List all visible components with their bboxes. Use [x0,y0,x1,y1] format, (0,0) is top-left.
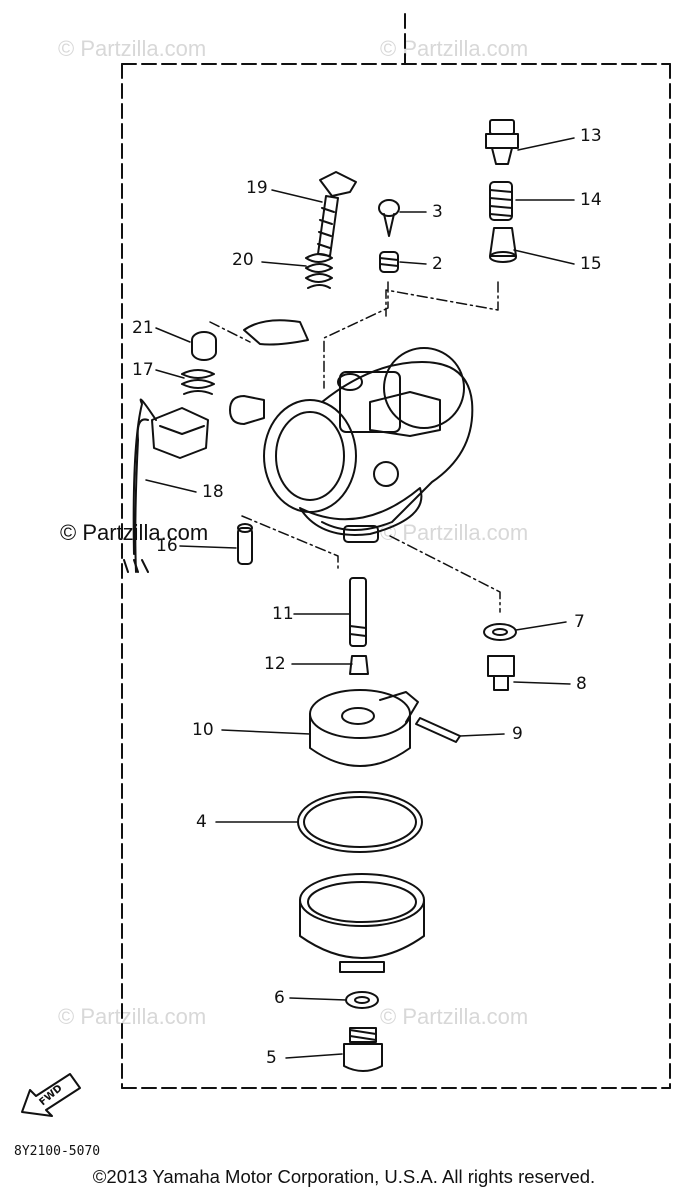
part-5-drain-plug [343,1027,383,1072]
watermark: © Partzilla.com [380,1004,529,1029]
callout-18: 18 [202,482,224,502]
copyright-notice: ©2013 Yamaha Motor Corporation, U.S.A. A… [92,1166,596,1187]
part-6-washer [345,991,379,1009]
callout-2: 2 [432,254,443,274]
callout-5: 5 [266,1048,277,1068]
float-bowl [299,873,425,973]
callout-12: 12 [264,654,286,674]
part-2-spring [379,251,399,273]
carburetor-body [229,319,474,543]
callout-8: 8 [576,674,587,694]
part-12-main-jet [349,655,369,675]
part-14-spring [489,181,513,221]
part-15-needle [489,227,517,263]
part-9-pin [415,717,461,743]
watermark: © Partzilla.com [58,1004,207,1029]
leader-lines [145,137,575,1059]
callout-16: 16 [156,536,178,556]
callout-3: 3 [432,202,443,222]
callout-4: 4 [196,812,207,832]
callout-14: 14 [580,190,602,210]
part-11-main-nozzle [349,577,367,647]
diagram-code: 8Y2100-5070 [14,1144,101,1159]
part-7-washer [483,623,517,641]
fwd-arrow-icon [21,1073,81,1117]
assembly-frame [121,63,671,1089]
callout-10: 10 [192,720,214,740]
callout-21: 21 [132,318,154,338]
callout-19: 19 [246,178,268,198]
part-4-gasket [297,791,423,853]
callout-6: 6 [274,988,285,1008]
callout-15: 15 [580,254,602,274]
callout-20: 20 [232,250,254,270]
part-10-float [309,689,419,767]
part-17-spring [181,369,215,395]
callout-7: 7 [574,612,585,632]
part-8-screw [487,655,515,691]
part-13-fitting [485,119,519,165]
watermark: © Partzilla.com [380,520,529,545]
part-21-cap [191,331,217,361]
assembly-lines [209,281,501,613]
callout-11: 11 [272,604,294,624]
callout-9: 9 [512,724,523,744]
part-16-nozzle [237,523,253,565]
callout-13: 13 [580,126,602,146]
part-18-switch [123,398,209,573]
callout-17: 17 [132,360,154,380]
part-3-screw [378,199,400,237]
part-20-spring [305,253,333,289]
part-19-throttle-screw [317,171,357,257]
watermark: © Partzilla.com [58,36,207,61]
